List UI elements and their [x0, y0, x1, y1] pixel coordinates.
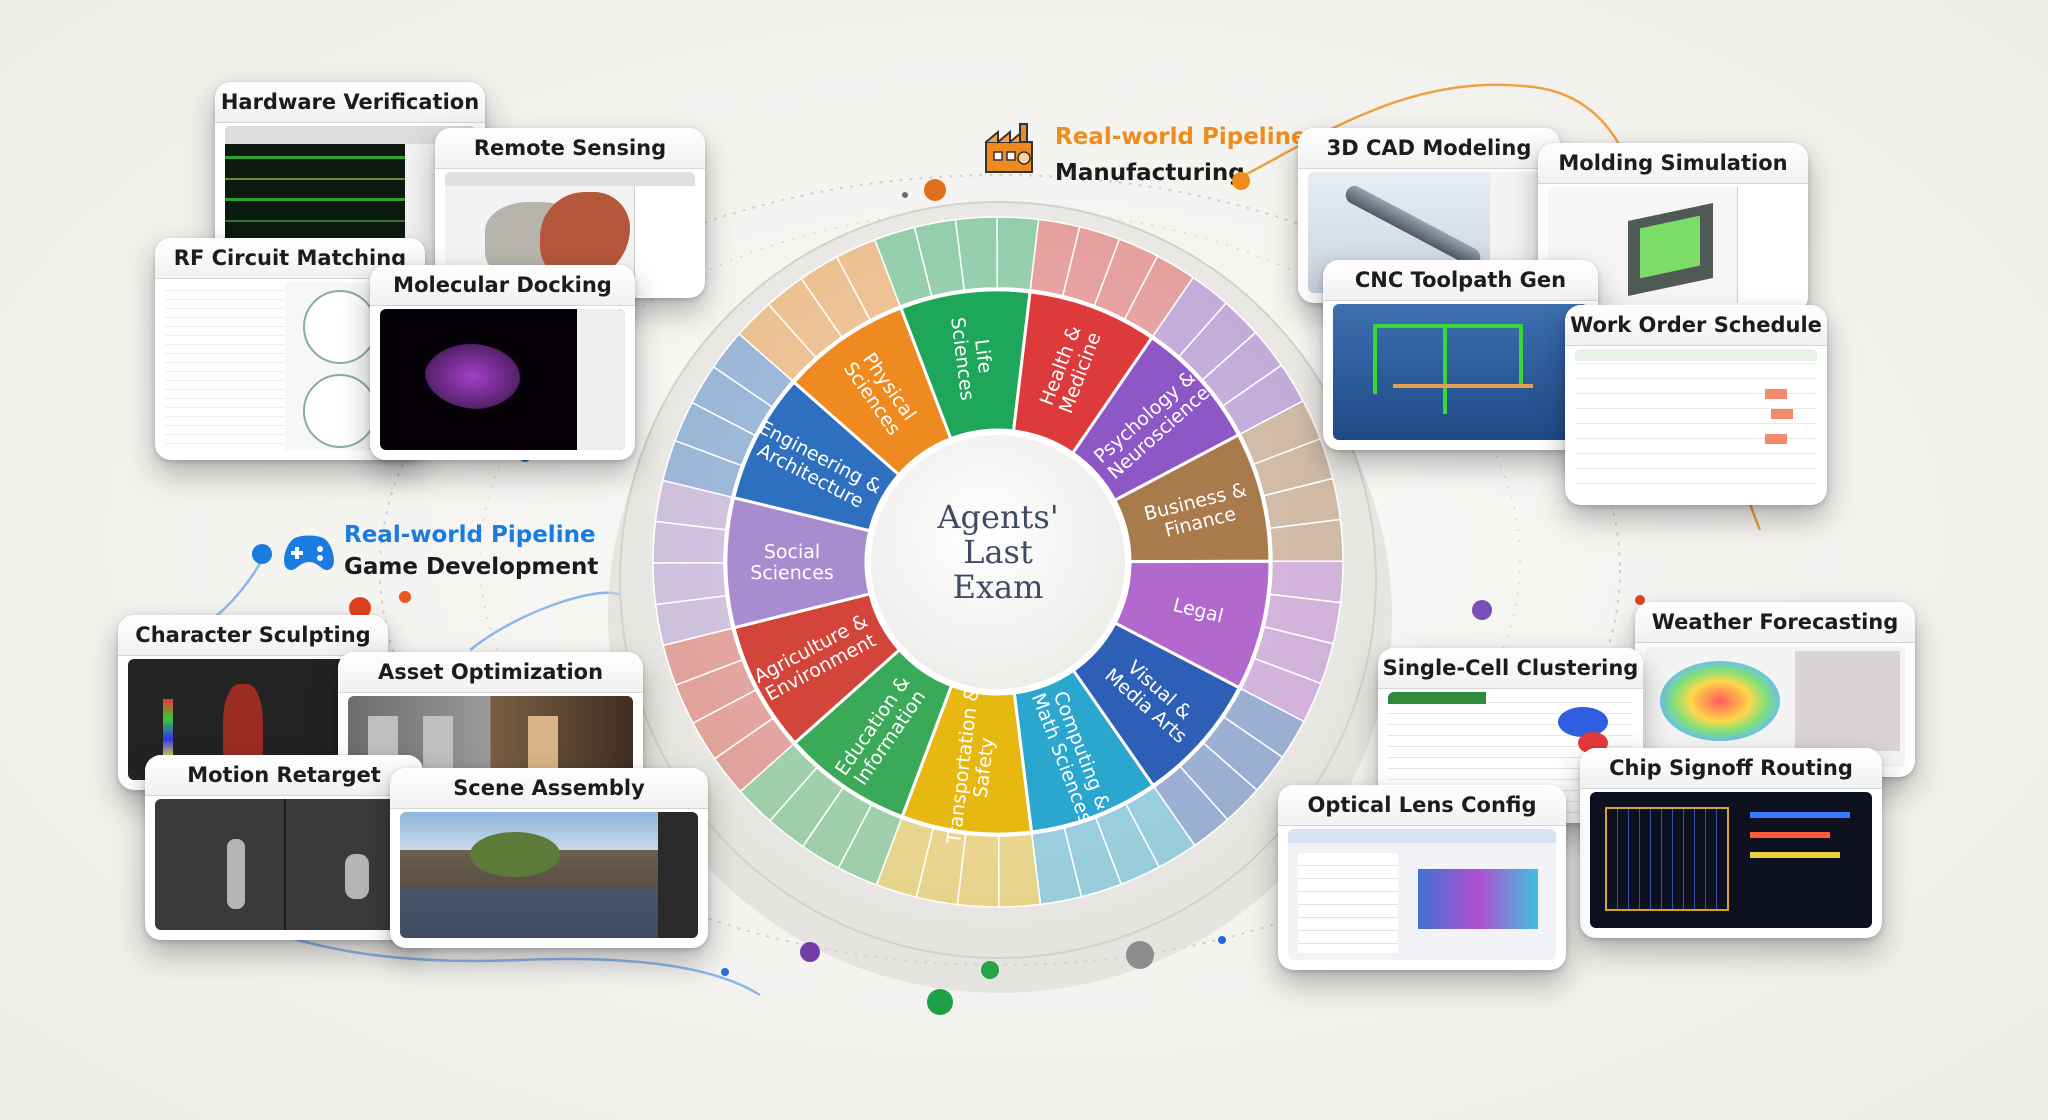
screenshot-chip-signoff-routing	[1590, 792, 1872, 928]
pipeline-game-subtitle: Game Development	[344, 554, 599, 580]
orb	[981, 961, 999, 979]
card-title: CNC Toolpath Gen	[1323, 260, 1598, 301]
screenshot-cnc-toolpath	[1333, 304, 1588, 440]
card-optical-lens-config[interactable]: Optical Lens Config	[1278, 785, 1566, 970]
orb	[1472, 600, 1492, 620]
screenshot-optical-lens-config	[1288, 829, 1556, 960]
card-title: Motion Retarget	[145, 755, 423, 796]
card-title: Work Order Schedule	[1565, 305, 1827, 346]
card-cnc-toolpath-gen[interactable]: CNC Toolpath Gen	[1323, 260, 1598, 450]
card-chip-signoff-routing[interactable]: Chip Signoff Routing	[1580, 748, 1882, 938]
card-scene-assembly[interactable]: Scene Assembly	[390, 768, 708, 948]
card-title: Weather Forecasting	[1635, 602, 1915, 643]
pipeline-manufacturing-dot	[1232, 172, 1250, 190]
orbit-ring-outer	[379, 174, 1621, 966]
orb	[721, 968, 729, 976]
sector-outer-cell-agriculture-and-environment	[662, 627, 744, 687]
orb	[800, 942, 820, 962]
card-title: Character Sculpting	[118, 615, 388, 656]
gamepad-icon	[284, 535, 334, 571]
card-title: 3D CAD Modeling	[1298, 128, 1560, 169]
card-title: Remote Sensing	[435, 128, 705, 169]
card-title: Hardware Verification	[215, 82, 485, 123]
screenshot-work-order-schedule	[1575, 349, 1817, 495]
card-motion-retarget[interactable]: Motion Retarget	[145, 755, 423, 940]
card-title: Optical Lens Config	[1278, 785, 1566, 826]
screenshot-molecular-docking	[380, 309, 625, 450]
card-title: Asset Optimization	[338, 652, 643, 693]
pipeline-game-dot	[252, 544, 272, 564]
screenshot-weather-forecasting	[1645, 646, 1905, 767]
card-title: Chip Signoff Routing	[1580, 748, 1882, 789]
orb	[349, 597, 371, 619]
screenshot-motion-retarget	[155, 799, 413, 930]
pipeline-game-title: Real-world Pipeline	[344, 522, 596, 548]
factory-icon	[985, 123, 1033, 173]
pipeline-manufacturing-subtitle: Manufacturing	[1055, 160, 1245, 186]
screenshot-scene-assembly	[400, 812, 698, 938]
orb	[902, 192, 908, 198]
card-molecular-docking[interactable]: Molecular Docking	[370, 265, 635, 460]
center-title-line1: Agents'	[936, 498, 1058, 536]
center-title-line2: Last	[963, 533, 1033, 571]
pipeline-manufacturing-title: Real-world Pipeline	[1055, 124, 1307, 150]
orb	[927, 989, 953, 1015]
card-title: Scene Assembly	[390, 768, 708, 809]
card-rf-circuit-matching[interactable]: RF Circuit Matching	[155, 238, 425, 460]
card-title: Molding Simulation	[1538, 143, 1808, 184]
orb	[1218, 936, 1226, 944]
orb	[1126, 941, 1154, 969]
card-work-order-schedule[interactable]: Work Order Schedule	[1565, 305, 1827, 505]
game-connector-3	[469, 591, 621, 651]
card-title: Molecular Docking	[370, 265, 635, 306]
card-weather-forecasting[interactable]: Weather Forecasting	[1635, 602, 1915, 777]
center-title-line3: Exam	[953, 568, 1044, 606]
orb	[399, 591, 411, 603]
card-title: Single-Cell Clustering	[1378, 648, 1643, 689]
orb	[924, 179, 946, 201]
wheel-hub	[865, 429, 1131, 695]
